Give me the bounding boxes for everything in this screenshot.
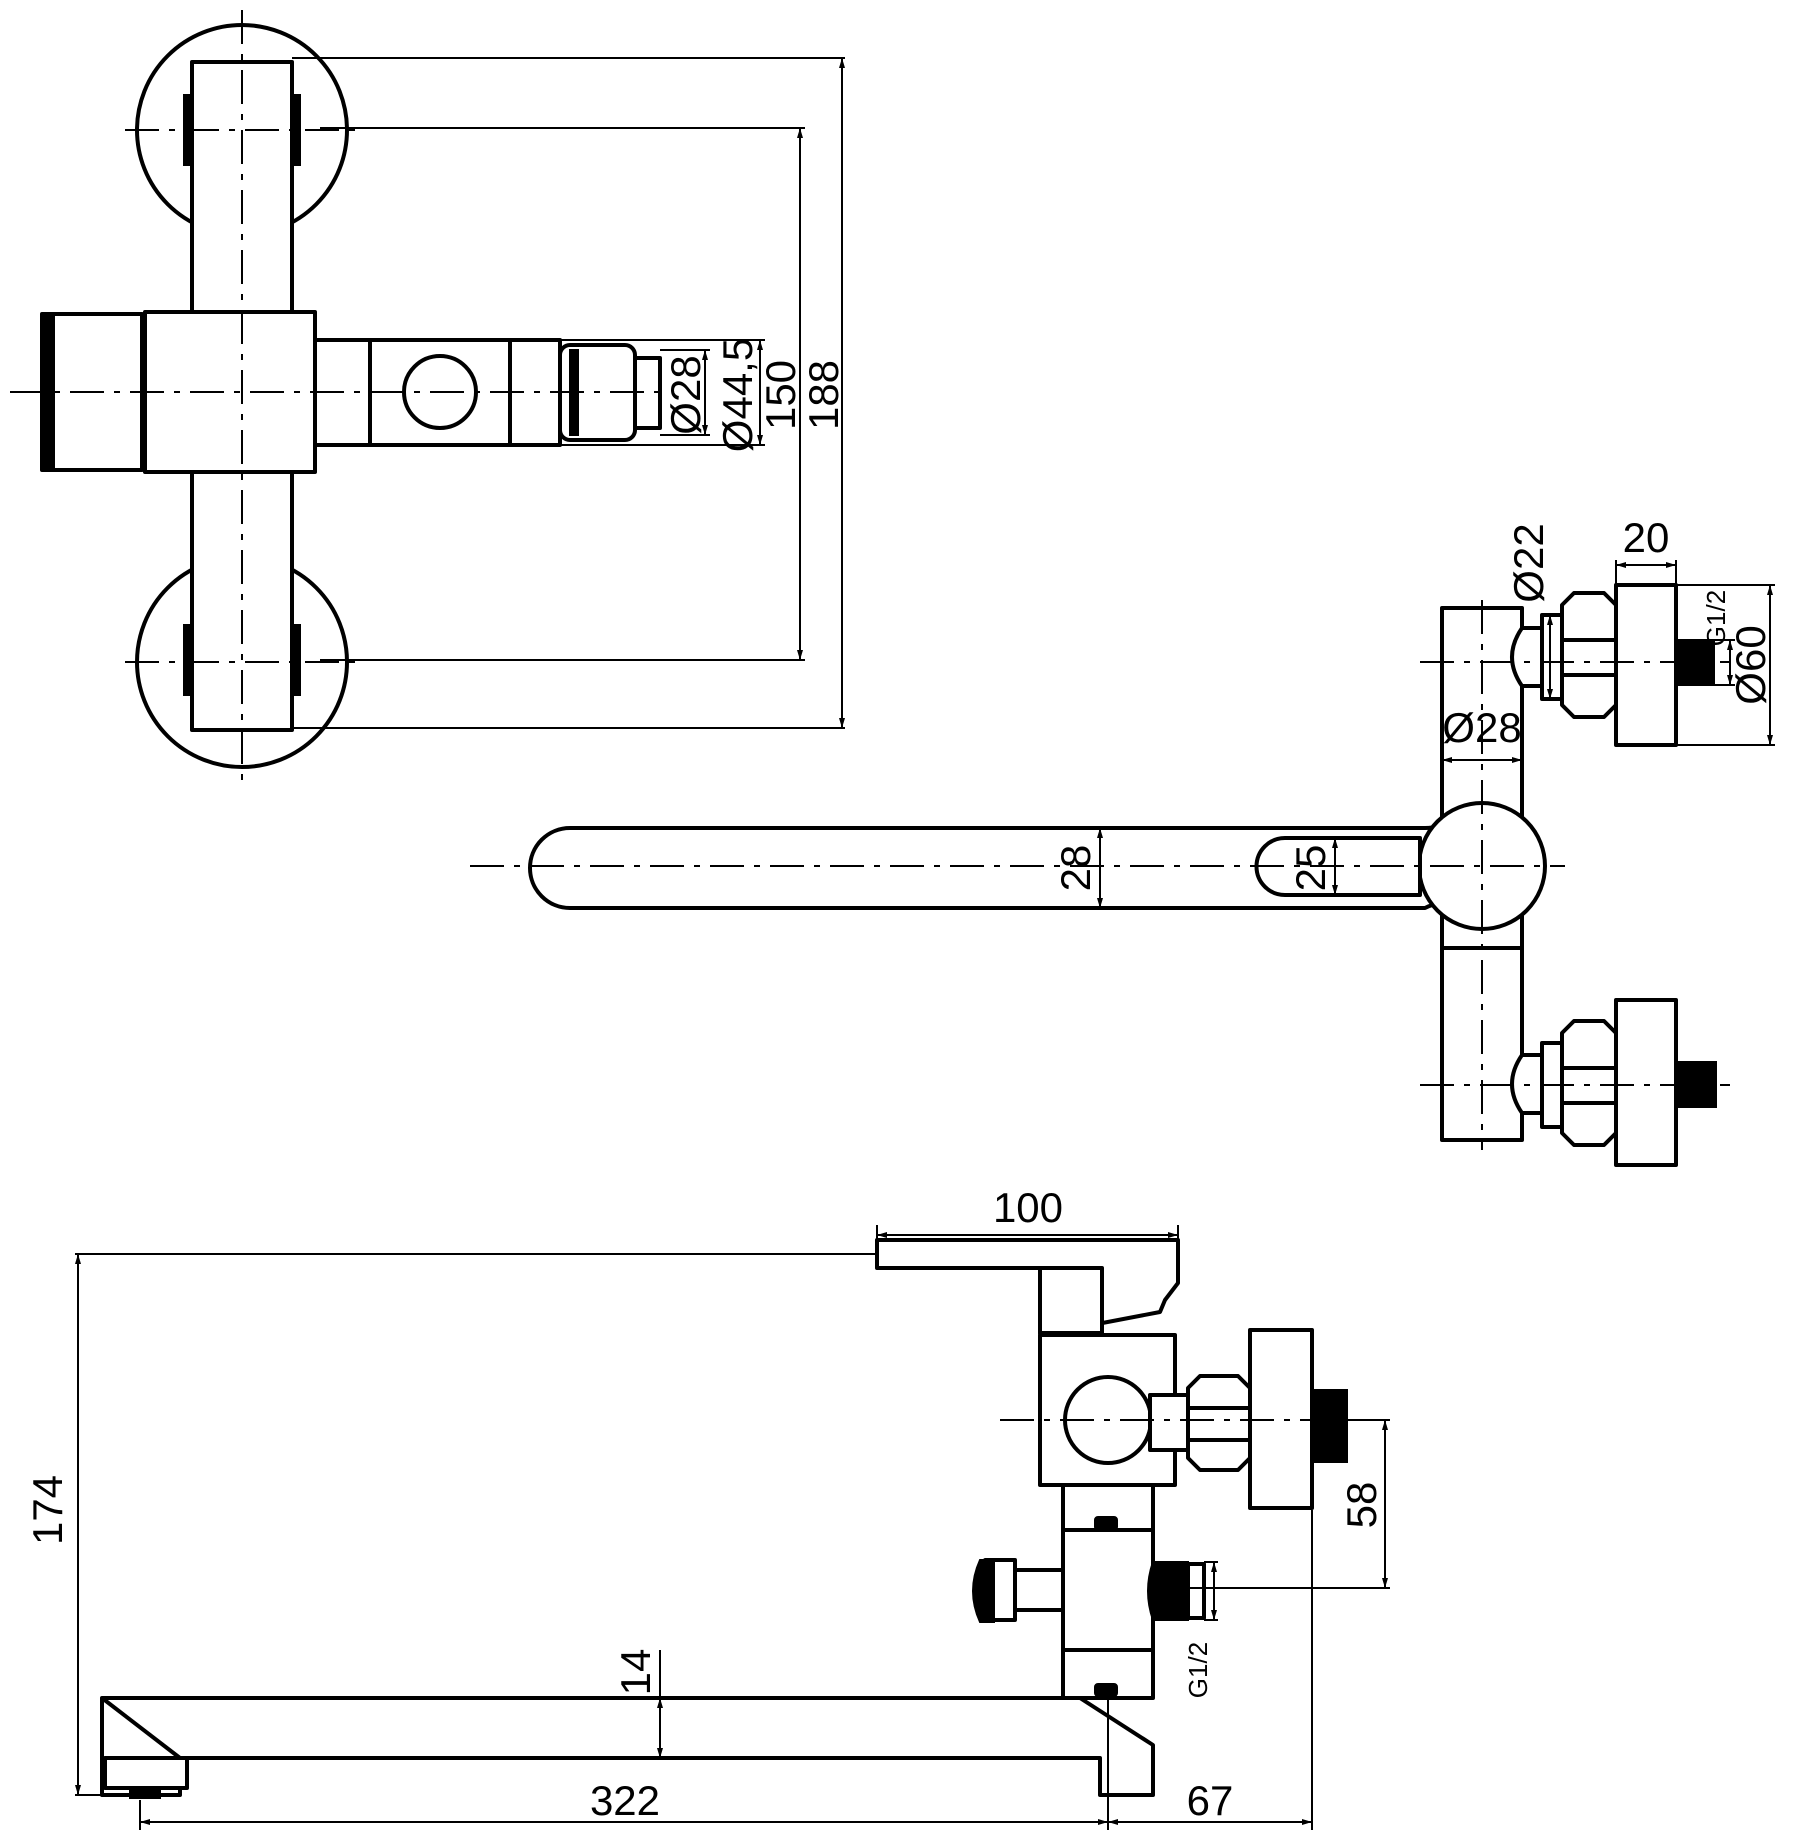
dim-label-25: 25 bbox=[1287, 845, 1334, 892]
lower-hex-nut bbox=[1560, 1019, 1618, 1147]
dim-label-174: 174 bbox=[24, 1475, 71, 1545]
aerator bbox=[103, 1756, 189, 1790]
top-view: Ø28 Ø44,5 150 188 bbox=[10, 10, 847, 790]
mixer-lever bbox=[875, 1238, 1180, 1335]
lower-flange bbox=[1614, 998, 1678, 1167]
dim-label-d28-side: Ø28 bbox=[1442, 704, 1521, 751]
upper-hex-nut bbox=[1560, 591, 1618, 719]
upper-inlet-pipe bbox=[1540, 613, 1564, 701]
lever-stem bbox=[1038, 1266, 1104, 1335]
shower-outlet-end bbox=[1186, 1562, 1206, 1620]
diverter-knob-stem bbox=[1013, 1568, 1065, 1612]
shower-outlet bbox=[1147, 1561, 1189, 1621]
dim-label-100: 100 bbox=[993, 1184, 1063, 1231]
front-thread bbox=[1311, 1389, 1348, 1463]
dim-label-d28-top: Ø28 bbox=[662, 355, 709, 434]
upper-flange bbox=[1614, 583, 1678, 747]
aerator-tip bbox=[129, 1787, 161, 1799]
dim-label-188: 188 bbox=[800, 360, 847, 430]
spout-screw bbox=[1094, 1683, 1118, 1697]
spout-tip-bevel bbox=[100, 1696, 182, 1760]
dim-label-g12-front: G1/2 bbox=[1183, 1642, 1213, 1698]
dim-label-28: 28 bbox=[1052, 845, 1099, 892]
dim-label-d22: Ø22 bbox=[1505, 523, 1552, 602]
dim-label-150: 150 bbox=[757, 360, 804, 430]
dim-label-20: 20 bbox=[1623, 514, 1670, 561]
diverter-knob-grip bbox=[972, 1559, 995, 1623]
body-port bbox=[1148, 1393, 1190, 1452]
mixer-body-top bbox=[143, 310, 317, 474]
front-view: 100 174 58 G1/2 14 322 67 bbox=[24, 1184, 1390, 1830]
side-view: 20 Ø22 G1/2 Ø60 Ø28 28 25 bbox=[470, 514, 1775, 1167]
dim-label-58: 58 bbox=[1338, 1482, 1385, 1529]
dim-label-67: 67 bbox=[1187, 1777, 1234, 1824]
diverter-column bbox=[1061, 1528, 1155, 1652]
dim-label-d44-5: Ø44,5 bbox=[714, 338, 761, 452]
upper-inlet-neck bbox=[1510, 626, 1544, 688]
diverter-screw bbox=[1094, 1516, 1118, 1531]
dim-label-14: 14 bbox=[612, 1649, 659, 1696]
dim-label-322: 322 bbox=[590, 1777, 660, 1824]
dim-label-d60: Ø60 bbox=[1727, 625, 1774, 704]
front-hex-nut bbox=[1186, 1374, 1252, 1472]
dim-label-g12-side: G1/2 bbox=[1701, 590, 1731, 646]
